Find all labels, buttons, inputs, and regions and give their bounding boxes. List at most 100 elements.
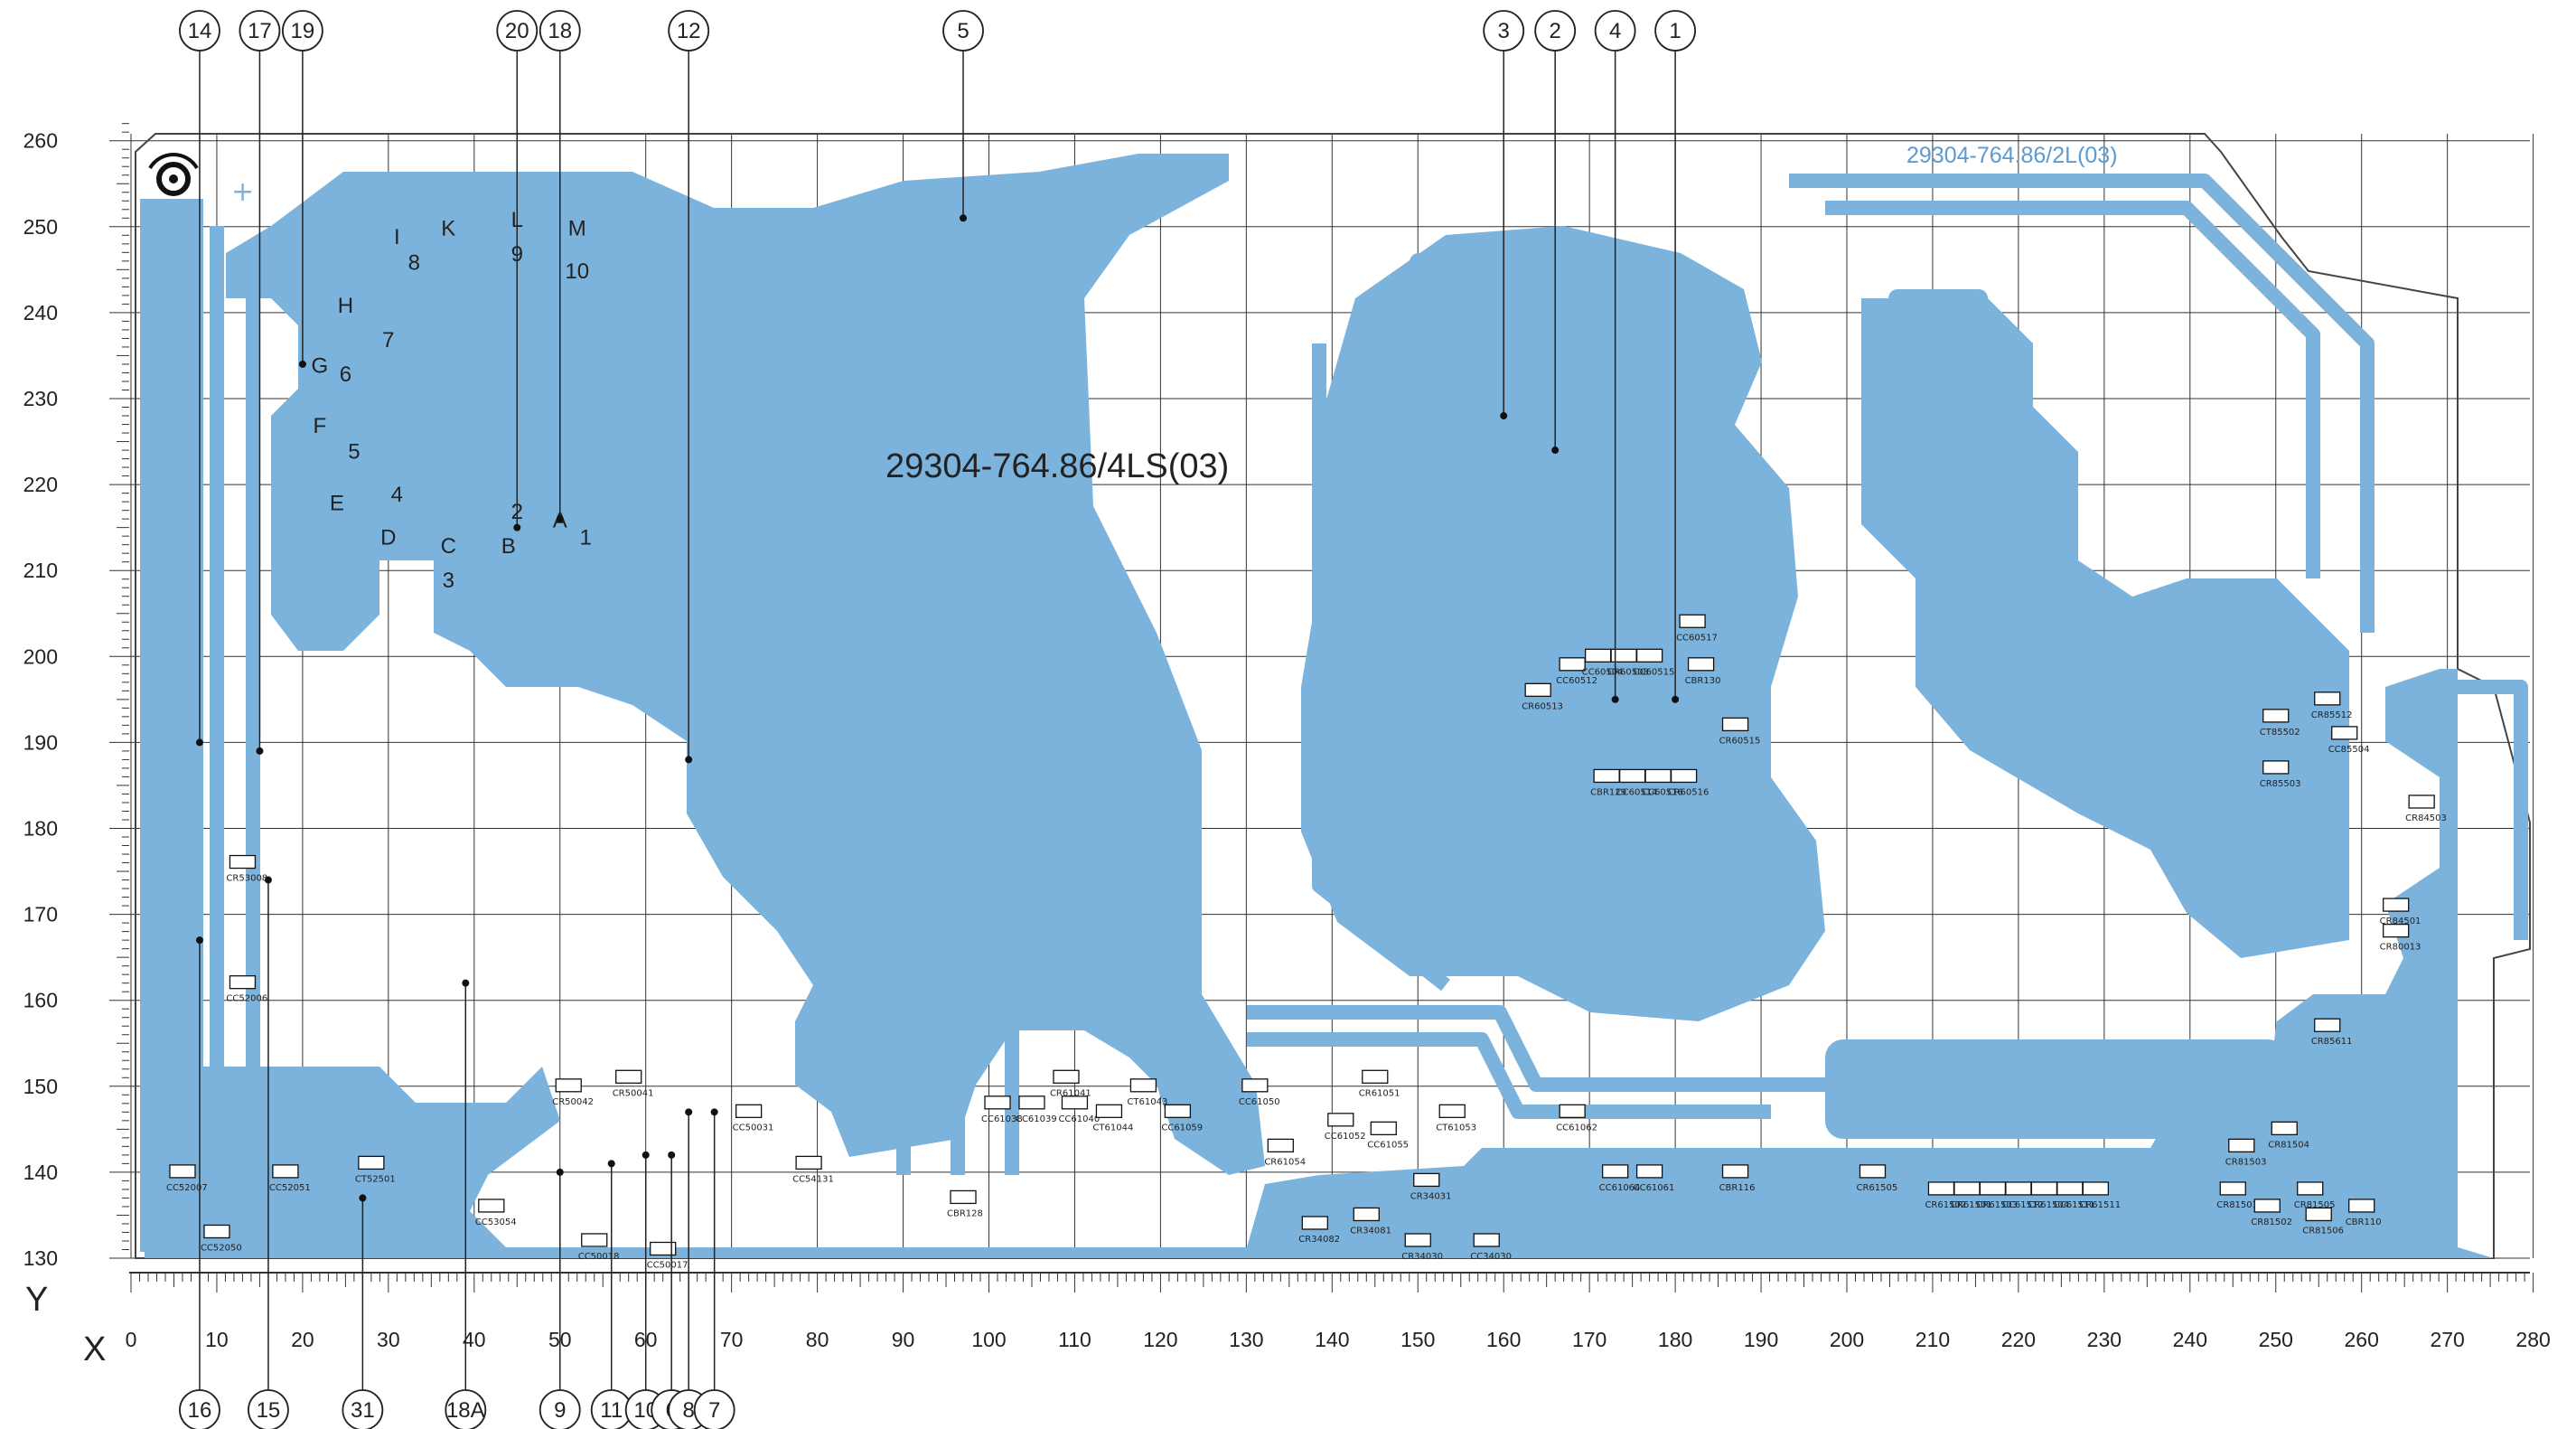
callout: 7 xyxy=(693,1108,735,1429)
trace-mid-1 xyxy=(687,445,1019,1175)
pin-label: F xyxy=(314,414,327,438)
trace-bottom-1 xyxy=(1247,1005,1825,1092)
callout: 2 xyxy=(1534,10,1577,455)
component: CR61505 xyxy=(1856,1164,1897,1193)
component: CC61040 xyxy=(1058,1095,1100,1124)
x-tick-label: 90 xyxy=(892,1328,915,1351)
callout-target-dot xyxy=(642,1151,650,1159)
component-label: CR81501 xyxy=(2216,1200,2258,1210)
component-label: CR50041 xyxy=(613,1088,654,1098)
component: CR34031 xyxy=(1410,1172,1451,1201)
x-tick-label: 40 xyxy=(463,1328,486,1351)
component: CR85503 xyxy=(2260,760,2301,789)
callout-circle xyxy=(539,10,581,52)
x-tick-label: 230 xyxy=(2087,1328,2122,1351)
component-label: CC61064 xyxy=(1599,1183,1641,1193)
component: CC61064 xyxy=(1599,1164,1641,1193)
pin-label: M xyxy=(568,216,586,240)
component-label: CC52007 xyxy=(166,1183,208,1193)
component-footprint xyxy=(2262,709,2290,723)
y-tick-label: 200 xyxy=(23,644,58,668)
callout-number: 3 xyxy=(1498,19,1510,43)
x-tick-label: 210 xyxy=(1916,1328,1950,1351)
component-footprint xyxy=(735,1104,763,1118)
y-tick-label: 190 xyxy=(23,730,58,754)
component-footprint xyxy=(1559,1104,1586,1118)
component-footprint xyxy=(1979,1181,2007,1196)
callout-number: 18 xyxy=(548,19,572,43)
callout: 14 xyxy=(179,10,220,747)
component-footprint xyxy=(1404,1233,1431,1247)
pin-label: 3 xyxy=(443,569,454,593)
callout-target-dot xyxy=(607,1160,615,1168)
component: CT61053 xyxy=(1436,1104,1476,1133)
component-footprint xyxy=(229,854,257,870)
component-footprint xyxy=(1584,648,1612,663)
component: CR84501 xyxy=(2380,898,2421,926)
component-label: CC50017 xyxy=(647,1260,688,1270)
component-label: CC61038 xyxy=(981,1114,1023,1124)
x-tick-label: 110 xyxy=(1058,1328,1091,1351)
component-label: CBR128 xyxy=(947,1208,983,1218)
component-footprint xyxy=(1327,1113,1354,1127)
x-tick-label: 80 xyxy=(806,1328,829,1351)
component-label: CC61511 xyxy=(2054,1200,2095,1210)
component-footprint xyxy=(2253,1199,2281,1213)
component-label: CR34082 xyxy=(1298,1235,1340,1245)
y-tick-label: 230 xyxy=(23,387,58,410)
component-footprint xyxy=(1061,1095,1089,1110)
component-label: CR50042 xyxy=(552,1097,594,1107)
y-tick-label: 210 xyxy=(23,559,58,582)
component-label: CC61062 xyxy=(1556,1123,1597,1133)
component-footprint xyxy=(478,1199,505,1213)
component-footprint xyxy=(1353,1207,1380,1222)
copper-pour-right-loop xyxy=(1301,226,1825,1021)
y-tick-label: 130 xyxy=(23,1246,58,1270)
component-label: CR61505 xyxy=(1856,1183,1897,1193)
component-label: CC60512 xyxy=(1556,676,1597,686)
component-label: CT61053 xyxy=(1436,1123,1476,1133)
component-label: CR61501 xyxy=(1951,1200,1992,1210)
component: CT85502 xyxy=(2260,709,2300,738)
callout-target-dot xyxy=(513,523,521,531)
x-tick-label: 260 xyxy=(2345,1328,2379,1351)
component-footprint xyxy=(1635,1164,1663,1179)
component: CR81506 xyxy=(2302,1207,2344,1236)
component-label: CC52051 xyxy=(269,1183,311,1193)
component: CC61059 xyxy=(1161,1104,1203,1133)
component-footprint xyxy=(1053,1069,1080,1084)
component-footprint xyxy=(2314,1018,2341,1032)
callout-number: 8 xyxy=(682,1398,694,1423)
callout: 6 xyxy=(651,1151,693,1429)
pin-label: K xyxy=(441,216,455,240)
component: CC52050 xyxy=(201,1224,242,1253)
component-footprint xyxy=(1927,1181,1955,1196)
callout: 31 xyxy=(342,1194,384,1429)
callout-markers: 1417192018125324116153118A91110687 xyxy=(179,10,1696,1429)
callout-target-dot xyxy=(264,876,272,884)
main-part-number: 29304-764.86/4LS(03) xyxy=(885,447,1229,485)
component-footprint xyxy=(1129,1078,1157,1093)
component: CBR130 xyxy=(1685,657,1720,686)
callout: 17 xyxy=(239,10,281,755)
callout-number: 4 xyxy=(1609,19,1621,43)
component-footprint xyxy=(2297,1181,2324,1196)
callout-target-dot xyxy=(1500,412,1508,420)
component-footprint xyxy=(1721,1164,1749,1179)
callout-number: 31 xyxy=(351,1398,375,1423)
component-footprint xyxy=(1618,768,1646,784)
component-label: CC61052 xyxy=(1325,1132,1366,1142)
component: CR60508 xyxy=(1607,648,1649,677)
component: CC34030 xyxy=(1470,1233,1512,1262)
x-axis-name: X xyxy=(83,1330,106,1368)
component-footprint xyxy=(2348,1199,2375,1213)
pin-label: I xyxy=(394,225,400,249)
component-label: CC61039 xyxy=(1016,1114,1057,1124)
component: CC60514 xyxy=(1616,768,1657,797)
component-footprint xyxy=(1413,1172,1440,1188)
component-label: CR61051 xyxy=(1359,1088,1400,1098)
callout-number: 2 xyxy=(1549,19,1560,43)
callout: 18A xyxy=(445,979,487,1429)
callout-circle xyxy=(668,10,710,52)
